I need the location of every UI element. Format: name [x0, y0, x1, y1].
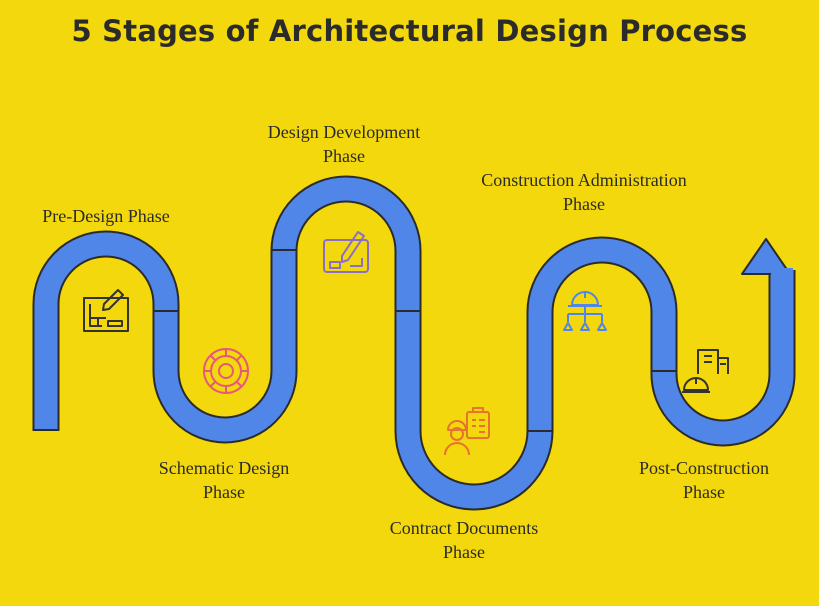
blueprint-pencil-icon: [83, 289, 129, 332]
hardhat-building-icon: [682, 349, 729, 393]
stage-label-pre-design: Pre-Design Phase: [42, 206, 170, 226]
target-icon: [203, 348, 249, 394]
stage-label-construction-administration: Construction Administration Phase: [481, 170, 687, 214]
road-dividers: [153, 249, 677, 432]
stage-label-schematic-design: Schematic Design Phase: [158, 458, 290, 502]
stage-label-post-construction: Post-Construction Phase: [638, 458, 769, 502]
drafting-tablet-icon: [323, 231, 369, 273]
stage-label-contract-documents: Contract Documents Phase: [389, 518, 539, 562]
hardhat-hierarchy-icon: [563, 291, 607, 331]
worker-clipboard-icon: [444, 407, 490, 456]
diagram-title: 5 Stages of Architectural Design Process: [71, 14, 748, 48]
stage-label-design-development: Design Development Phase: [267, 122, 421, 166]
road-fill: [34, 177, 794, 509]
